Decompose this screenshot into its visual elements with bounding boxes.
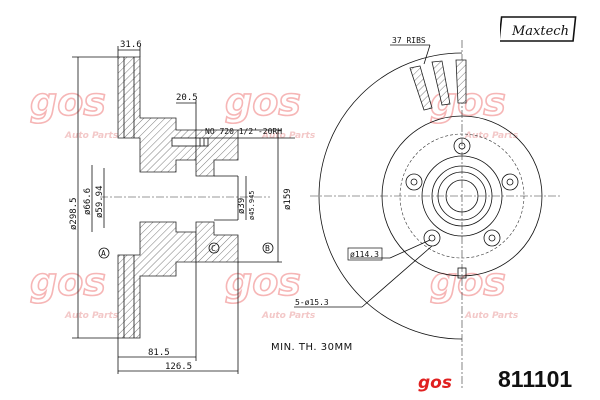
dim-ribs: 37 RIBS [392, 36, 426, 45]
marker-a: A [101, 249, 106, 258]
watermark-logo: gos [225, 260, 301, 304]
dim-bore-sub: ø45.945 [248, 190, 256, 220]
dim-hat-depth: 81.5 [148, 348, 170, 358]
dimension-lines: 31.6 20.5 NO 720 1/2'-20RH ø298.5 ø66.6 … [69, 40, 295, 374]
front-view [310, 40, 560, 390]
watermark-logo: gos [30, 260, 106, 304]
watermark-logo: gos [430, 260, 506, 304]
marker-c: C [211, 244, 216, 253]
dim-d2: ø59.94 [95, 185, 105, 218]
dim-d1: ø66.6 [83, 188, 93, 215]
brand-logo: Maxtech [498, 13, 580, 45]
dim-pcd: ø114.3 [350, 250, 379, 259]
watermark-logo: gos [225, 80, 301, 124]
watermark-text: Auto Parts [64, 131, 119, 141]
dim-stud: NO 720 1/2'-20RH [205, 127, 282, 136]
part-number: 811101 [498, 366, 573, 392]
footer-logo: gos [418, 373, 452, 393]
watermark-text: Auto Parts [261, 131, 316, 141]
watermark-text: Auto Parts [464, 311, 519, 321]
dim-overall-height: 126.5 [165, 362, 192, 372]
front-annotations: 37 RIBS ø114.3 5-ø15.3 [294, 36, 433, 308]
dim-thickness: 31.6 [120, 40, 142, 50]
watermark-text: Auto Parts [261, 311, 316, 321]
watermark-logo: gos [30, 80, 106, 124]
footer-logo-text: gos [418, 373, 452, 393]
marker-b: B [265, 244, 270, 253]
min-thickness-label: MIN. TH. 30MM [271, 342, 353, 353]
brand-logo-frame: Maxtech [498, 16, 577, 42]
dim-hub-offset: 20.5 [176, 93, 198, 103]
watermark-text: Auto Parts [464, 131, 519, 141]
watermark-text: Auto Parts [64, 311, 119, 321]
dim-bore: ø39 [237, 198, 247, 214]
watermark-group: gos Auto Parts gos Auto Parts gos Auto P… [29, 79, 519, 321]
dim-hat-diameter: ø159 [283, 188, 293, 210]
section-markers: A B C [98, 242, 274, 259]
dim-outer-diameter: ø298.5 [69, 197, 79, 230]
dim-bolt-holes: 5-ø15.3 [295, 298, 329, 307]
brand-name: Maxtech [511, 24, 569, 39]
